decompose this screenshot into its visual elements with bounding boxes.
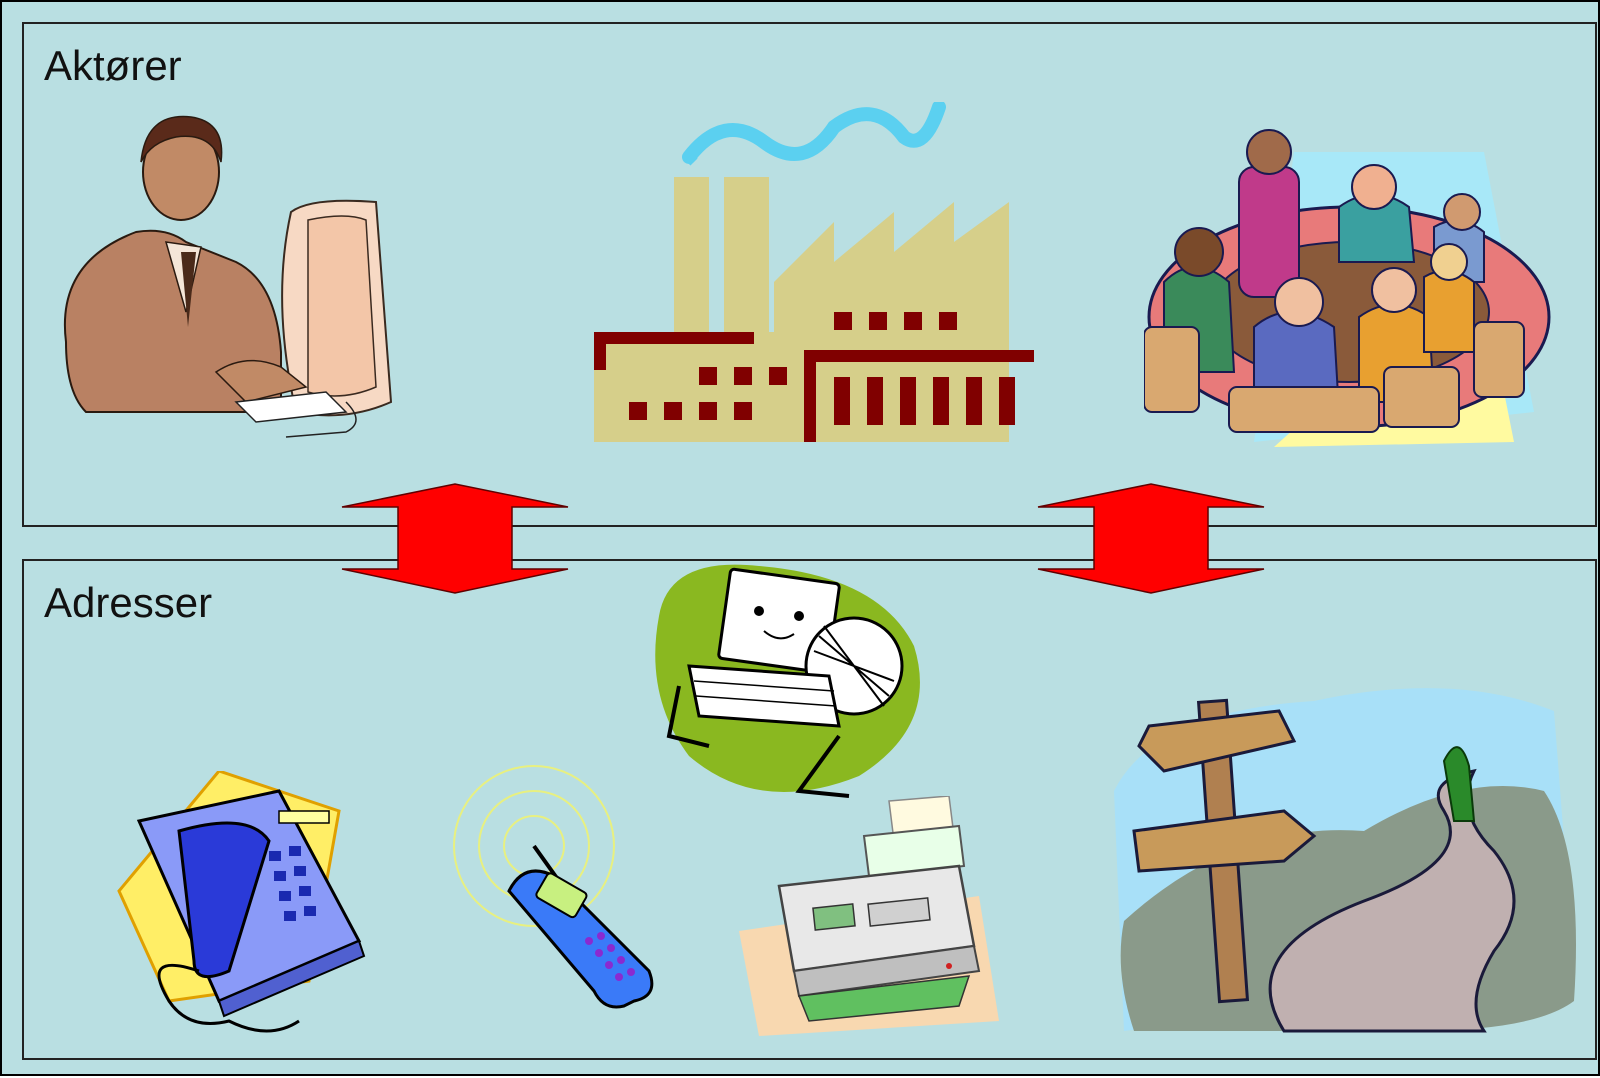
actors-title: Aktører xyxy=(44,42,182,89)
actors-panel: Aktører xyxy=(22,22,1597,527)
addresses-panel: Adresser xyxy=(22,559,1597,1060)
rolodex-icon xyxy=(649,556,939,806)
addresses-title: Adresser xyxy=(44,579,213,626)
businessman-computer-icon xyxy=(46,102,396,442)
meeting-group-icon xyxy=(1144,112,1564,452)
telephone-icon xyxy=(99,771,379,1051)
mobile-phone-icon xyxy=(439,761,669,1011)
signpost-road-icon xyxy=(1114,671,1584,1056)
fax-machine-icon xyxy=(739,796,1009,1036)
factory-icon xyxy=(584,102,1034,462)
